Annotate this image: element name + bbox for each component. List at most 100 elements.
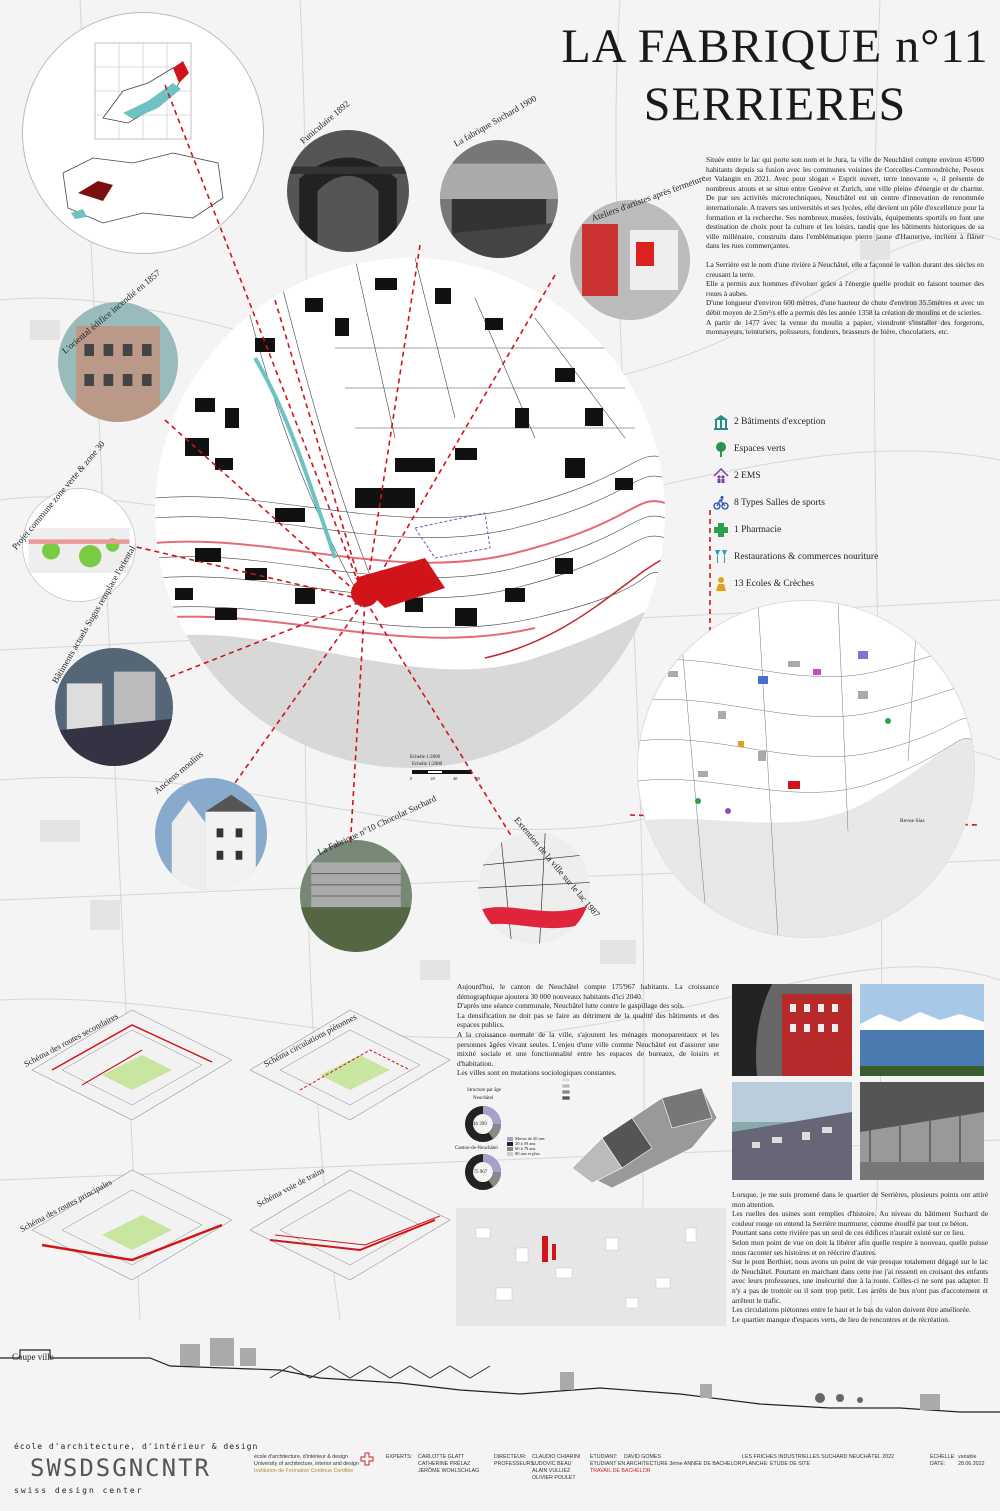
director-name: CLAUDIO CHIARINI xyxy=(532,1454,581,1460)
legend-label: Restaurations & commerces nouriture xyxy=(734,551,879,562)
profs-label: PROFESSEURS: xyxy=(494,1461,536,1467)
poster-title: LA FABRIQUE n°11 SERRIERES xyxy=(560,18,990,134)
photo-extension xyxy=(478,832,590,944)
legend-label: Espaces verts xyxy=(734,443,786,454)
observations-paragraph: Les circulations piétonnes entre le haut… xyxy=(732,1305,971,1315)
revue-label: Revue Sias xyxy=(900,818,925,824)
legend-item: 13 Ecoles & Crèches xyxy=(712,570,912,597)
prof-name: OLIVIER POULET xyxy=(532,1475,576,1481)
legend-swatch xyxy=(507,1151,513,1156)
scale-tick: 40 xyxy=(452,776,458,781)
student-work: TRAVAIL DE BACHELOR xyxy=(590,1468,651,1474)
schema-circulations-pietonnes xyxy=(240,990,460,1140)
photo-neuchatel-aerial xyxy=(732,1082,852,1180)
age-legend-item: 60 à 79 ans xyxy=(515,1146,536,1151)
legend-swatch xyxy=(507,1141,513,1146)
legend-label: 2 EMS xyxy=(734,470,761,481)
intro-paragraph: Elle a permis aux hommes d'évoluer grâce… xyxy=(706,279,984,298)
demographics-paragraph: D'après une séance communale, Neuchâtel … xyxy=(457,1001,685,1011)
demographics-paragraph: Aujourd'hui, le canton de Neuchâtel comp… xyxy=(457,982,719,1001)
school-en: University of architecture, interior and… xyxy=(254,1461,359,1467)
building-icon xyxy=(712,413,730,431)
legend-item: 1 Pharmacie xyxy=(712,516,912,543)
schema-routes-principales xyxy=(22,1150,242,1300)
scale-tick: 0 xyxy=(410,776,413,781)
photo-sugus xyxy=(55,648,173,766)
legend-item: Restaurations & commerces nouriture xyxy=(712,543,912,570)
schema-routes-secondaires xyxy=(22,990,242,1140)
scale-label: Echelle 1:2000 xyxy=(412,762,443,767)
school-logo-sub: swiss design center xyxy=(14,1486,144,1495)
stats-city-value: 46 399 xyxy=(473,1122,487,1127)
echelle-value: variable xyxy=(958,1454,977,1460)
legend-swatch xyxy=(507,1136,513,1141)
age-structure-chart: Structure par âge Neuchâtel 46 399 Canto… xyxy=(455,1088,565,1198)
legend-label: 2 Bâtiments d'exception xyxy=(734,416,826,427)
scale-ticks: 0 20 40 80 xyxy=(410,776,480,781)
legend-label: 1 Pharmacie xyxy=(734,524,782,535)
student-role: ETUDIANT EN ARCHITECTURE 3ème ANNÉE DE B… xyxy=(590,1461,742,1467)
photo-ateliers xyxy=(570,200,690,320)
site-plan-circle: Echelle 1:2000 xyxy=(155,258,665,768)
scale-label: Echelle 1:2000 xyxy=(410,755,441,760)
switzerland-map xyxy=(62,42,224,224)
age-legend-item: Moins de 20 ans xyxy=(515,1136,545,1141)
experts-label: EXPERTS: xyxy=(386,1454,413,1460)
intro-paragraph: Située entre le lac qui porte son nom et… xyxy=(706,155,984,251)
tree-icon xyxy=(712,440,730,458)
swiss-cross-icon xyxy=(360,1452,374,1466)
observations-paragraph: Selon mon point de vue on doit la libére… xyxy=(732,1237,988,1257)
city-section xyxy=(0,1328,1000,1428)
canton-map xyxy=(561,1077,722,1196)
experts-list: CARLOTTE GLATT CATHERINE PRÉLAZ JÉRÔME W… xyxy=(418,1454,479,1475)
planche-label: PLANCHE: ETUDE DE SITE xyxy=(742,1461,810,1467)
age-legend-item: 80 ans et plus xyxy=(515,1151,540,1156)
section-label: Coupe ville xyxy=(12,1352,54,1362)
pharmacy-cross-icon xyxy=(712,521,730,539)
glasses-icon xyxy=(712,548,730,566)
demographics-paragraph: A la croissance normale de la ville, s'a… xyxy=(457,1029,719,1068)
school-icon xyxy=(712,575,730,593)
stats-title: Structure par âge xyxy=(467,1088,502,1093)
observations-paragraph: Pourtant sans cette rivière pas un seul … xyxy=(732,1228,966,1238)
observations-text: Lorsque, je me suis promené dans le quar… xyxy=(732,1190,988,1324)
legend-swatch xyxy=(507,1146,513,1151)
neighborhood-map-circle xyxy=(637,600,975,938)
photo-funiculaire xyxy=(287,130,409,252)
house-people-icon xyxy=(712,467,730,485)
legend-label: 8 Types Salles de sports xyxy=(734,497,825,508)
date-label: DATE: xyxy=(930,1461,946,1467)
legend-label: 13 Ecoles & Crèches xyxy=(734,578,814,589)
intro-paragraph: D'une longueur d'environ 600 mètres, d'u… xyxy=(706,298,984,317)
legend-item: 2 EMS xyxy=(712,462,912,489)
photo-moulins xyxy=(155,778,267,890)
expert-name: CARLOTTE GLATT xyxy=(418,1454,465,1460)
aerial-3d-view xyxy=(456,1208,726,1326)
expert-name: JÉRÔME WOHLSCHLAG xyxy=(418,1468,480,1474)
demographics-paragraph: Les villes sont en mutations sociologiqu… xyxy=(457,1068,617,1078)
observations-paragraph: Les ruelles des usines sont remplies d'h… xyxy=(732,1209,988,1228)
echelle-label: ECHELLE: xyxy=(930,1454,956,1460)
footer: école d'architecture, d'intérieur & desi… xyxy=(0,1430,1000,1511)
student-name: DAVID GOMES xyxy=(624,1454,661,1460)
schema-voie-trains xyxy=(240,1150,460,1300)
director-profs: CLAUDIO CHIARINI LUDOVIC BEAU ALAIN VULL… xyxy=(532,1454,580,1482)
age-legend-item: 20 à 59 ans xyxy=(515,1141,536,1146)
observations-paragraph: Le quartier manque d'espaces verts, de l… xyxy=(732,1314,950,1324)
bike-icon xyxy=(712,494,730,512)
amenities-legend: 2 Bâtiments d'exception Espaces verts 2 … xyxy=(712,408,912,597)
school-name: école d'architecture, d'intérieur & desi… xyxy=(14,1442,259,1451)
site-plan: Echelle 1:2000 xyxy=(155,258,665,768)
school-cert: Institution de Formation Continue Certif… xyxy=(254,1468,354,1474)
title-line-2: SERRIERES xyxy=(643,78,907,131)
observations-paragraph: Lorsque, je me suis promené dans le quar… xyxy=(732,1190,988,1209)
photo-suchard-red-building xyxy=(732,984,852,1076)
demographics-text: Aujourd'hui, le canton de Neuchâtel comp… xyxy=(457,982,719,1078)
scale-tick: 20 xyxy=(430,776,435,781)
legend-item: Espaces verts xyxy=(712,435,912,462)
prof-name: ALAIN VULLIEZ xyxy=(532,1468,571,1474)
stats-canton: Canton-de-Neuchâtel xyxy=(455,1146,498,1151)
school-fr: école d'architecture, d'intérieur & desi… xyxy=(254,1454,348,1460)
scale-tick: 80 xyxy=(475,776,480,781)
photo-projet xyxy=(22,488,136,602)
